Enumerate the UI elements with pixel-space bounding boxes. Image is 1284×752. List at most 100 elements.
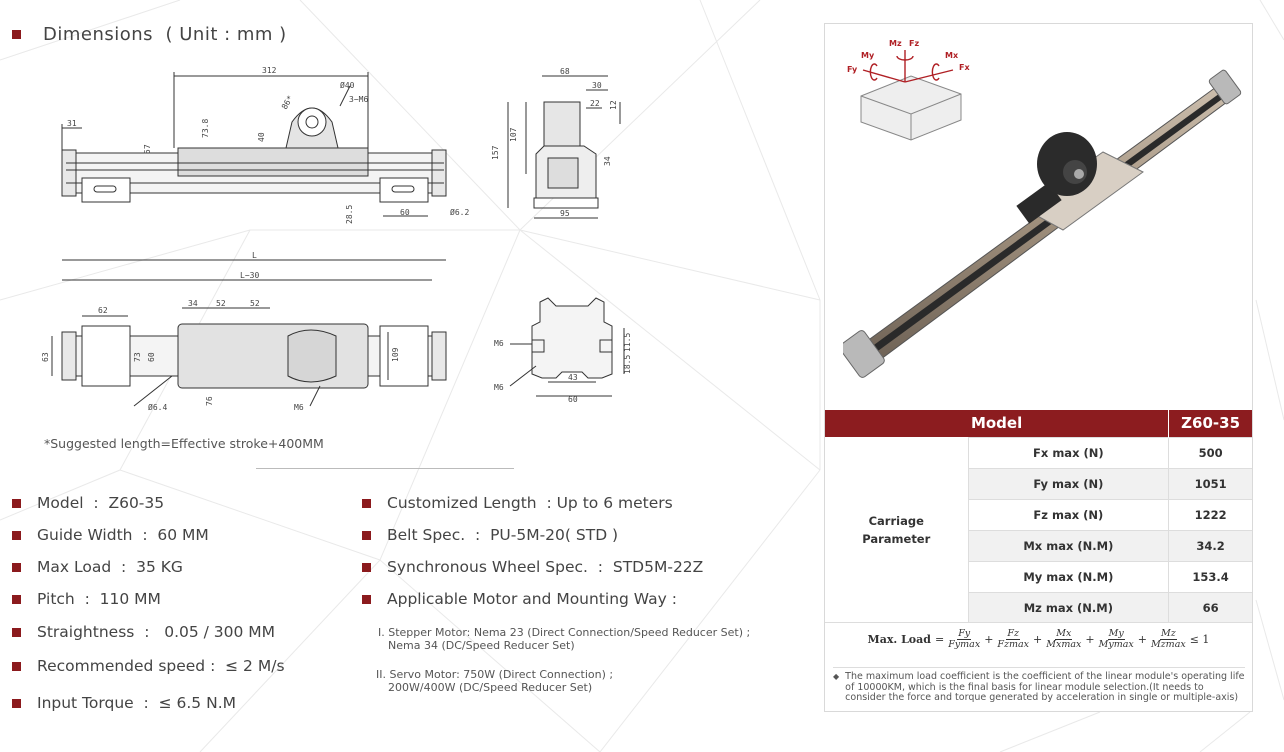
dim-label: 60 — [568, 395, 578, 404]
motor-note-line: I. Stepper Motor: Nema 23 (Direct Connec… — [378, 626, 751, 639]
spec-text: Guide Width : 60 MM — [37, 526, 209, 544]
table-row: Mx max (N.M) 34.2 — [825, 529, 1252, 561]
param-name: Mz max (N.M) — [968, 591, 1170, 623]
profile-drawing: M6 M6 11.5 18.5 43 60 — [494, 297, 632, 404]
axis-label: Fx — [959, 63, 970, 72]
spec-text: Recommended speed : ≤ 2 M/s — [37, 657, 285, 675]
formula-plus: + — [1033, 633, 1043, 646]
group-label-line: Carriage — [868, 514, 924, 528]
dim-label: Ø6.2 — [450, 207, 469, 217]
axis-label: Fz — [909, 39, 919, 48]
param-value: 66 — [1168, 591, 1252, 623]
formula-tail: ≤ 1 — [1189, 633, 1210, 646]
dim-label: 22 — [590, 99, 600, 108]
axis-label: Mz — [889, 39, 902, 48]
dim-label: 57 — [143, 144, 152, 154]
carriage-parameter-table: Model Z60-35 Carriage Parameter Fx max (… — [825, 410, 1252, 623]
bullet-icon — [362, 530, 371, 540]
bullet-icon — [362, 498, 371, 508]
spec-text: Straightness : 0.05 / 300 MM — [37, 623, 276, 641]
dim-label: 86* — [280, 94, 295, 111]
carriage-parameter-label: Carriage Parameter — [825, 437, 969, 623]
param-value: 153.4 — [1168, 560, 1252, 592]
formula-plus: + — [984, 633, 994, 646]
spec-item: Synchronous Wheel Spec. : STD5M-22Z — [362, 551, 703, 583]
dim-label: 12 — [609, 100, 618, 110]
spec-text: Pitch : 110 MM — [37, 590, 161, 608]
bullet-icon — [12, 530, 21, 540]
dim-label: 312 — [262, 66, 277, 75]
spec-item: Customized Length : Up to 6 meters — [362, 487, 703, 519]
axis-label: My — [861, 51, 875, 60]
dim-label: 95 — [560, 209, 570, 218]
axis-label: Mx — [945, 51, 959, 60]
param-value: 1222 — [1168, 498, 1252, 530]
spec-list-left: Model : Z60-35 Guide Width : 60 MM Max L… — [12, 487, 285, 723]
spec-item: Input Torque : ≤ 6.5 N.M — [12, 683, 285, 723]
table-row: Fy max (N) 1051 — [825, 467, 1252, 499]
param-name: Fx max (N) — [968, 436, 1170, 468]
dim-label: L−30 — [240, 271, 259, 280]
diamond-bullet-icon: ◆ — [833, 672, 840, 681]
spec-text: Input Torque : ≤ 6.5 N.M — [37, 694, 236, 712]
carriage-axis-diagram: Mz Fz My Mx Fy Fx — [847, 39, 970, 141]
dim-label: 52 — [216, 299, 226, 308]
spec-item: Applicable Motor and Mounting Way : — [362, 583, 703, 615]
dim-label: 73.8 — [201, 119, 210, 138]
bullet-icon — [12, 594, 21, 604]
bullet-icon — [362, 594, 371, 604]
spec-item: Straightness : 0.05 / 300 MM — [12, 615, 285, 649]
axis-label: Fy — [847, 65, 858, 74]
section-title: Dimensions ( Unit : mm ) — [12, 24, 287, 45]
spec-item: Pitch : 110 MM — [12, 583, 285, 615]
dim-label: 34 — [603, 156, 612, 166]
divider — [256, 468, 514, 469]
param-value: 1051 — [1168, 467, 1252, 499]
dim-label: 52 — [250, 299, 260, 308]
dim-label: 60 — [400, 208, 410, 217]
spec-text: Belt Spec. : PU-5M-20( STD ) — [387, 526, 619, 544]
dim-label: 76 — [205, 396, 214, 406]
spec-text: Synchronous Wheel Spec. : STD5M-22Z — [387, 558, 704, 576]
dim-label: 107 — [509, 127, 518, 142]
table-row: Mz max (N.M) 66 — [825, 591, 1252, 623]
end-view-drawing: 68 30 22 12 157 107 34 95 — [491, 67, 621, 219]
dim-label: 30 — [592, 81, 602, 90]
dim-label: 40 — [257, 132, 266, 142]
suggested-length-note: *Suggested length=Effective stroke+400MM — [44, 436, 324, 451]
dim-label: M6 — [494, 383, 504, 392]
formula-plus: + — [1085, 633, 1095, 646]
param-value: 34.2 — [1168, 529, 1252, 561]
dim-label: M6 — [294, 403, 304, 412]
bullet-icon — [12, 698, 21, 708]
dim-label: 63 — [41, 352, 50, 362]
param-name: My max (N.M) — [968, 560, 1170, 592]
spec-item: Max Load : 35 KG — [12, 551, 285, 583]
dim-label: 28.5 — [345, 205, 354, 224]
dim-label: 157 — [491, 145, 500, 160]
dim-label: 11.5 — [623, 333, 632, 352]
top-view-drawing: L L−30 62 34 52 52 63 73 60 109 Ø6.4 76 … — [41, 251, 447, 412]
spec-list-right: Customized Length : Up to 6 meters Belt … — [362, 487, 703, 615]
spec-item: Guide Width : 60 MM — [12, 519, 285, 551]
formula-equals: = — [934, 633, 945, 646]
bullet-icon — [362, 562, 371, 572]
table-row: Carriage Parameter Fx max (N) 500 — [825, 436, 1252, 623]
spec-item: Recommended speed : ≤ 2 M/s — [12, 649, 285, 683]
bullet-icon — [12, 661, 21, 671]
group-label-line: Parameter — [862, 532, 931, 546]
product-panel: Mz Fz My Mx Fy Fx Model Z60-35 Carriage — [824, 23, 1253, 712]
load-coefficient-footnote: ◆ The maximum load coefficient is the co… — [833, 667, 1245, 704]
table-header-value: Z60-35 — [1168, 410, 1252, 437]
dim-label: 68 — [560, 67, 570, 76]
table-row: My max (N.M) 153.4 — [825, 560, 1252, 592]
dim-label: 43 — [568, 373, 578, 382]
motor-note-stepper: I. Stepper Motor: Nema 23 (Direct Connec… — [378, 626, 750, 652]
dim-label: 3−M6 — [349, 95, 368, 104]
